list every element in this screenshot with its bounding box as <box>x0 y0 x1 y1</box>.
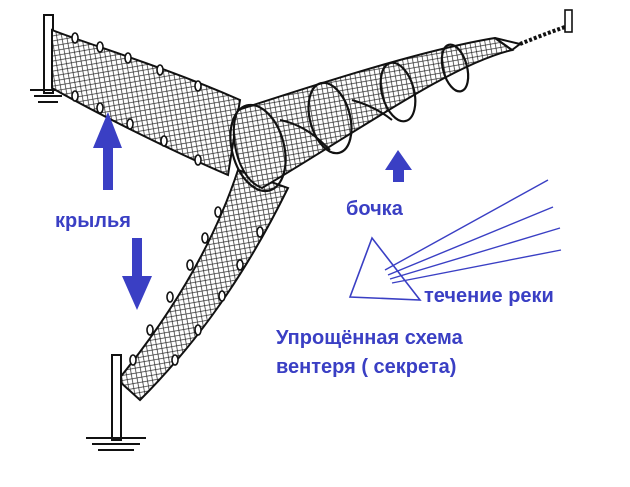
tail-rope <box>519 24 569 46</box>
arrow-down-icon <box>122 238 152 310</box>
caption-line-2: вентеря ( секрета) <box>276 356 456 378</box>
current-lines-icon <box>348 179 562 301</box>
lower-wing-net <box>116 168 290 402</box>
lower-stake <box>86 354 146 451</box>
river-flow-label: течение реки <box>424 285 554 307</box>
barrel-net <box>229 9 573 193</box>
upper-wing-net <box>51 28 242 177</box>
lower-wing-floats <box>129 206 264 366</box>
barrel-label: бочка <box>346 198 404 220</box>
wing-sinkers-bottom <box>71 90 202 166</box>
arrow-up-icon <box>93 112 122 190</box>
wings-label: крылья <box>55 210 131 232</box>
caption-line-1: Упрощённая схема <box>276 327 464 349</box>
wing-floats-top <box>71 32 202 92</box>
barrel-arrow-icon <box>385 150 412 182</box>
